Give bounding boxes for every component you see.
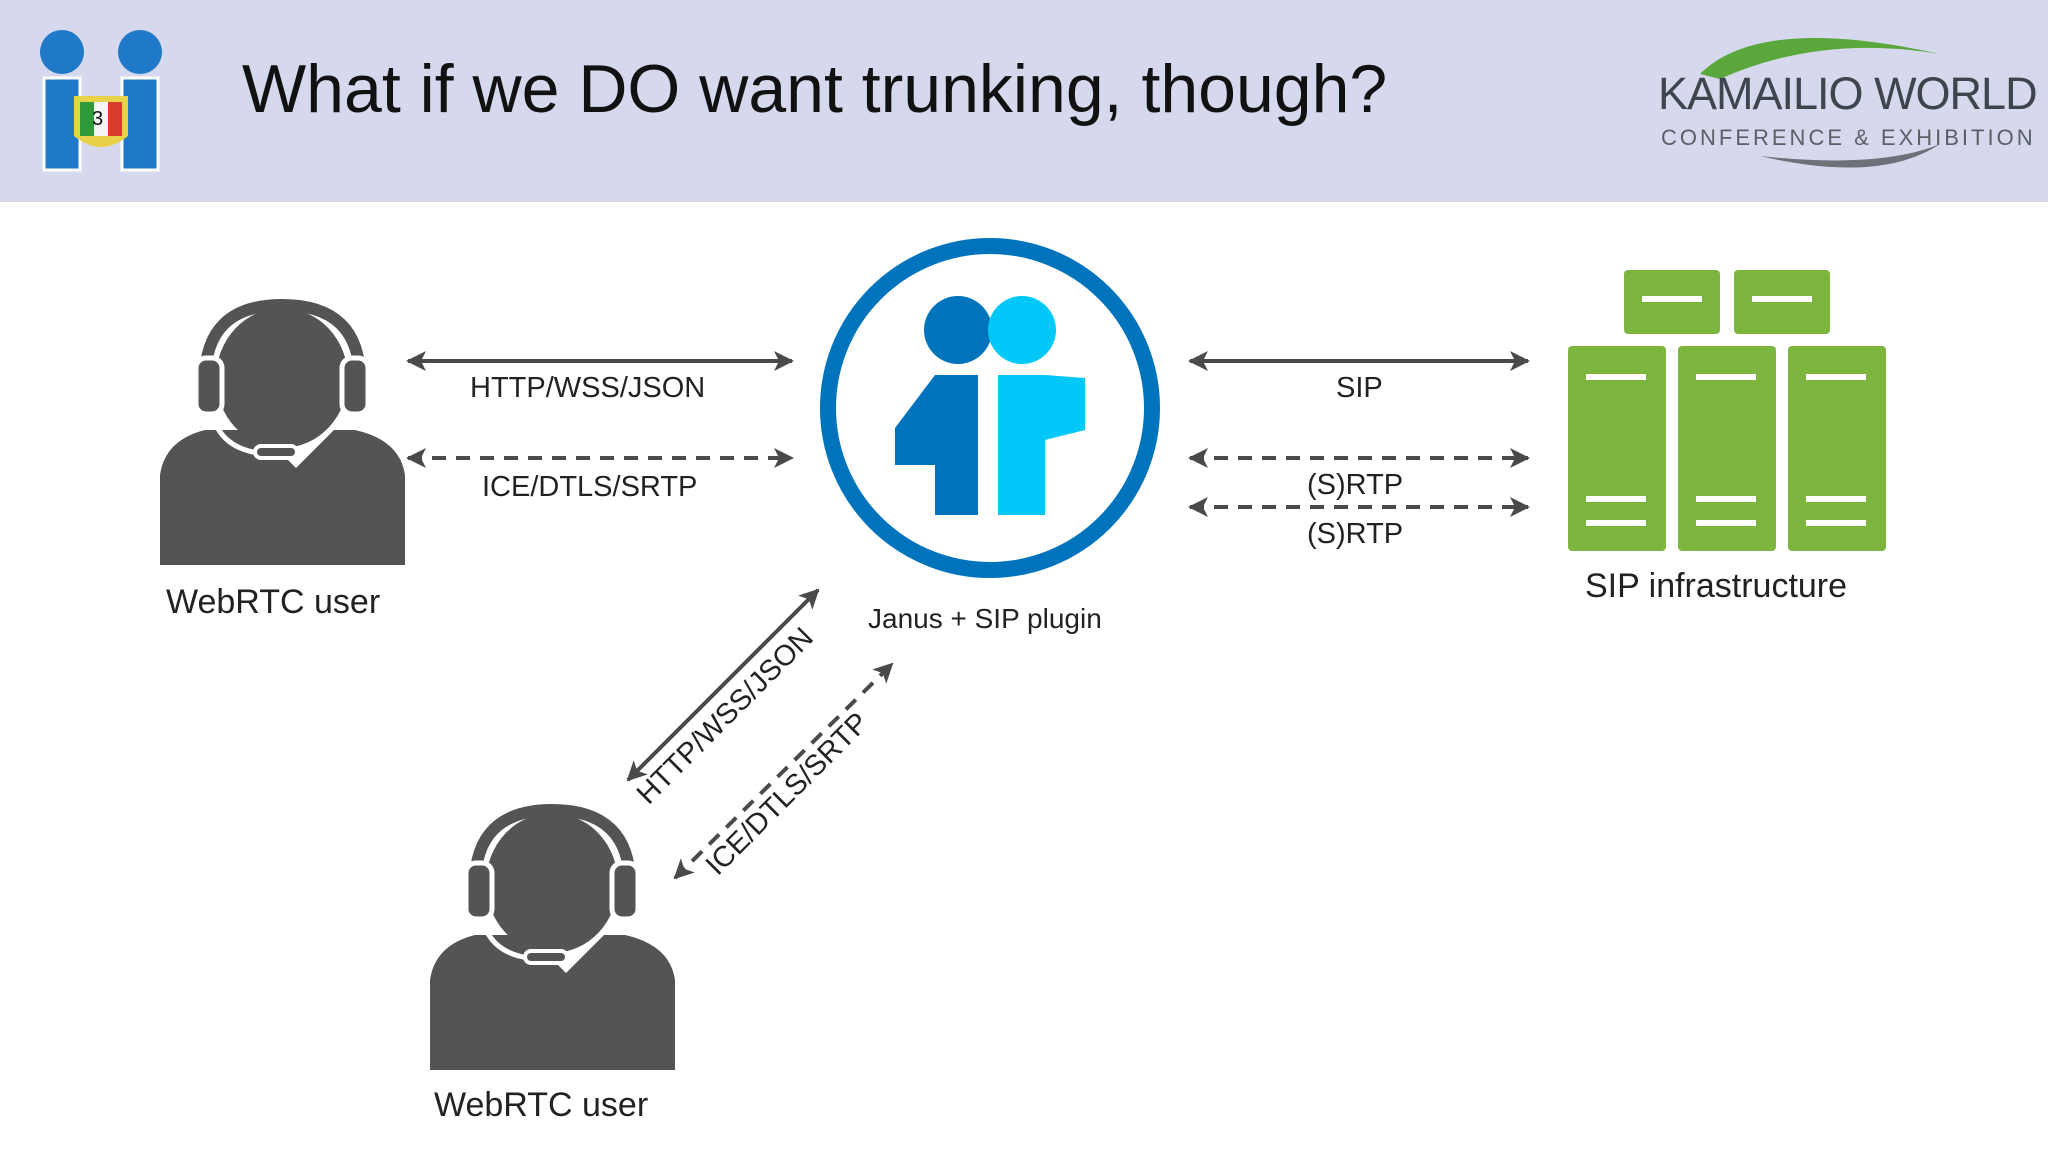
arrow-user2-signaling xyxy=(626,588,820,782)
label-sip-signaling: SIP xyxy=(1336,372,1383,404)
server-rack-icon xyxy=(1568,270,1886,551)
label-user1-signaling: HTTP/WSS/JSON xyxy=(470,372,706,404)
label-sip-infrastructure: SIP infrastructure xyxy=(1585,567,1848,605)
label-webrtc-user-1: WebRTC user xyxy=(166,583,381,621)
label-webrtc-user-2: WebRTC user xyxy=(434,1086,649,1124)
label-rtp-1: (S)RTP xyxy=(1307,469,1404,501)
webrtc-user-icon xyxy=(160,298,405,565)
kamailio-swoosh-icon xyxy=(1700,38,1940,168)
janus-logo-icon xyxy=(820,238,1160,578)
label-janus: Janus + SIP plugin xyxy=(868,603,1102,634)
slide-header: 3 What if we DO want trunking, though? K… xyxy=(0,0,2048,202)
webrtc-user-icon xyxy=(430,803,675,1070)
label-user1-media: ICE/DTLS/SRTP xyxy=(482,471,698,503)
kamailio-title: KAMAILIO WORLD xyxy=(1658,68,2038,119)
kamailio-world-logo: KAMAILIO WORLD CONFERENCE & EXHIBITION xyxy=(1640,24,2038,184)
kamailio-subtitle: CONFERENCE & EXHIBITION xyxy=(1661,125,2036,150)
slide-title: What if we DO want trunking, though? xyxy=(242,51,1388,127)
label-rtp-2: (S)RTP xyxy=(1307,518,1404,550)
janus-logo-small xyxy=(40,30,162,172)
arrow-user2-media xyxy=(673,662,894,880)
slide-badge-number: 3 xyxy=(92,108,104,130)
